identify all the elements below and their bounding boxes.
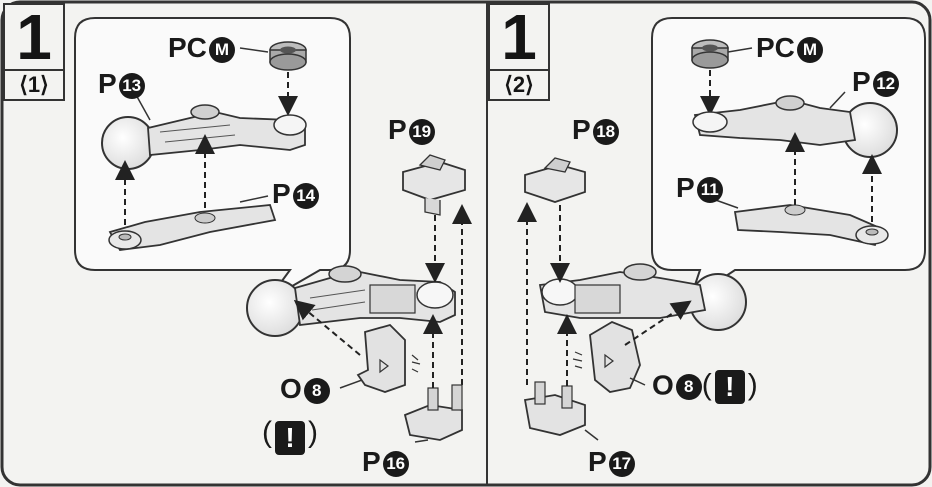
warning-icon: ! <box>275 420 305 455</box>
base-part-p17 <box>523 381 586 436</box>
polycap-left <box>269 41 307 71</box>
arm-part-p13 <box>101 104 307 170</box>
main-arm-left <box>246 265 456 337</box>
polycap-right <box>691 39 729 69</box>
arm-part-p11 <box>733 204 889 247</box>
step-number-right: 1 <box>501 1 537 73</box>
step-number-left: 1 <box>16 1 52 73</box>
step-sub-right: ⟨2⟩ <box>504 72 534 97</box>
step-box-right <box>488 3 550 101</box>
warning-note-left: (!) <box>262 416 318 455</box>
step-box-left <box>3 3 65 101</box>
arm-part-p12 <box>692 95 898 158</box>
base-part-p16 <box>403 384 463 441</box>
main-arm-right <box>538 263 747 331</box>
block-part-p19 <box>402 154 466 216</box>
step-sub-left: ⟨1⟩ <box>19 72 49 97</box>
cover-part-o8-right <box>589 320 641 393</box>
warning-icon: ! <box>714 370 745 404</box>
block-part-p18 <box>524 157 586 203</box>
cover-part-o8-left <box>356 323 406 393</box>
arm-part-p14 <box>108 204 277 251</box>
